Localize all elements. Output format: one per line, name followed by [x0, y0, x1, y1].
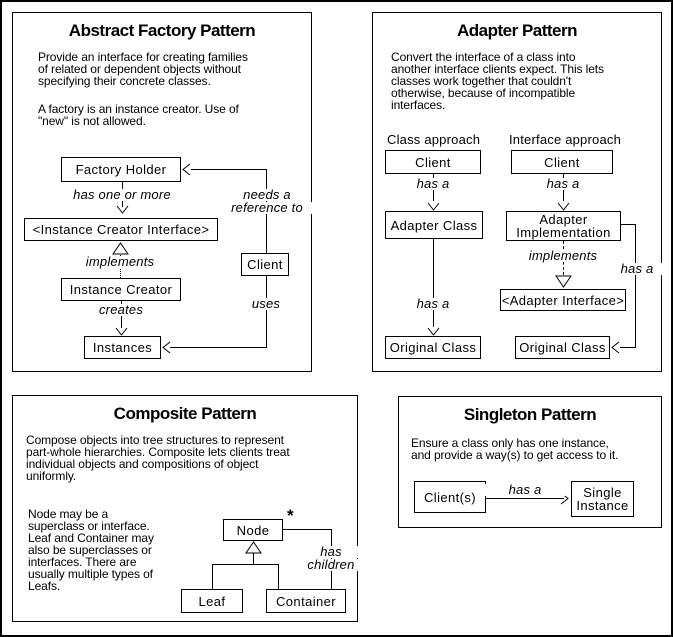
panel-title: Adapter Pattern [456, 21, 578, 40]
text-line: otherwise, because of incompatible [391, 86, 576, 100]
description-text: Ensure a class only has one instance, an… [411, 437, 618, 461]
edge-label-implements: implements [523, 249, 603, 262]
panel-title: Singleton Pattern [463, 405, 597, 424]
clients-box: Client(s) [414, 481, 486, 513]
connector-line [170, 347, 267, 348]
connector-line [278, 564, 279, 589]
arrowhead-down-icon [427, 327, 440, 336]
edge-label-children: children [296, 558, 366, 571]
edge-label-needs-a: needs a [225, 188, 309, 201]
adapter-interface-box: <Adapter Interface> [500, 289, 626, 311]
text-line: Compose objects into tree structures to … [26, 433, 284, 447]
arrowhead-down-icon [116, 205, 129, 214]
edge-label-reference-to: reference to [217, 201, 317, 214]
note-text: Node may be a superclass or interface. L… [28, 508, 154, 592]
connector-line [212, 564, 279, 565]
edge-label-implements: implements [60, 255, 180, 268]
arrowhead-left-icon [182, 163, 191, 176]
node-box: Node [223, 519, 283, 541]
original-class-right-box: Original Class [515, 336, 610, 359]
edge-label-has-a: has a [485, 483, 565, 496]
description-text: Compose objects into tree structures to … [26, 434, 290, 482]
client-box: Client [241, 253, 289, 276]
generalization-triangle-up-icon [112, 242, 129, 255]
container-box: Container [266, 589, 346, 613]
text-line: another interface clients expect. This l… [391, 62, 604, 76]
instances-box: Instances [84, 336, 161, 359]
text-line: Leafs. [28, 579, 61, 593]
text-line: uniformly. [26, 469, 77, 483]
arrowhead-down-icon [557, 202, 570, 211]
text-line: usually multiple types of [28, 567, 153, 581]
connector-line [620, 347, 636, 348]
text-line: of related or dependent objects without [38, 62, 241, 76]
connector-line [191, 169, 267, 170]
edge-label-uses: uses [226, 297, 306, 310]
text-line: "new" is not allowed. [38, 114, 146, 128]
text-line: individual objects and compositions of o… [26, 457, 259, 471]
original-class-left-box: Original Class [385, 336, 481, 359]
arrowhead-down-icon [115, 327, 128, 336]
client-left-box: Client [385, 150, 481, 174]
connector-line [486, 498, 564, 499]
description-text: Provide an interface for creating famili… [38, 51, 248, 87]
edge-label-creates: creates [61, 303, 181, 316]
text-line: Ensure a class only has one instance, [411, 436, 609, 450]
text-line: Node may be a [28, 507, 109, 521]
edge-label-has-a: has a [393, 177, 473, 190]
description-text-2: A factory is an instance creator. Use of… [38, 103, 239, 127]
arrowhead-left-icon [162, 341, 171, 354]
edge-label-has-a: has a [523, 177, 603, 190]
text-line: superclass or interface. [28, 519, 150, 533]
connector-line [283, 529, 331, 530]
abstract-factory-panel: Abstract Factory Pattern Provide an inte… [12, 12, 317, 372]
instance-creator-box: Instance Creator [61, 278, 181, 301]
text-line: and provide a way(s) to get access to it… [411, 448, 619, 462]
column-heading-class-approach: Class approach [387, 132, 481, 147]
panel-title: Composite Pattern [113, 404, 257, 423]
text-line: interfaces. There are [28, 555, 137, 569]
adapter-class-box: Adapter Class [385, 211, 483, 239]
connector-line [253, 553, 254, 565]
column-heading-interface-approach: Interface approach [509, 132, 622, 147]
multiplicity-star: * [287, 506, 294, 525]
single-instance-box: Single Instance [571, 481, 634, 517]
composite-panel: Composite Pattern Compose objects into t… [12, 395, 366, 622]
connector-line [433, 239, 434, 327]
arrowhead-left-icon [611, 341, 620, 354]
panel-title: Abstract Factory Pattern [68, 21, 256, 40]
text-line: Convert the interface of a class into [391, 50, 576, 64]
instance-creator-interface-box: <Instance Creator Interface> [24, 218, 218, 241]
edge-label-has-a: has a [393, 297, 473, 310]
connector-line [266, 276, 267, 348]
text-line: also be superclasses or [28, 543, 152, 557]
description-text: Convert the interface of a class into an… [391, 51, 604, 111]
edge-label-has-one-or-more: has one or more [58, 188, 186, 201]
edge-label-has: has [296, 545, 366, 558]
connector-line [621, 224, 636, 225]
connector-line [635, 224, 636, 348]
text-line: interfaces. [391, 98, 446, 112]
edge-label-has-a: has a [597, 262, 671, 275]
leaf-box: Leaf [181, 589, 243, 613]
adapter-panel: Adapter Pattern Convert the interface of… [372, 12, 671, 372]
adapter-implementation-box: Adapter Implementation [506, 211, 621, 241]
text-line: classes work together that couldn't [391, 74, 572, 88]
arrowhead-down-icon [427, 202, 440, 211]
text-line: A factory is an instance creator. Use of [38, 102, 239, 116]
client-right-box: Client [511, 150, 613, 174]
factory-holder-box: Factory Holder [61, 157, 181, 182]
text-line: Leaf and Container may [28, 531, 154, 545]
text-line: Provide an interface for creating famili… [38, 50, 248, 64]
text-line: part-whole hierarchies. Composite lets c… [26, 445, 290, 459]
connector-line [212, 564, 213, 589]
singleton-panel: Singleton Pattern Ensure a class only ha… [398, 396, 662, 528]
text-line: specifying their concrete classes. [38, 74, 211, 88]
generalization-triangle-down-icon [555, 275, 572, 288]
